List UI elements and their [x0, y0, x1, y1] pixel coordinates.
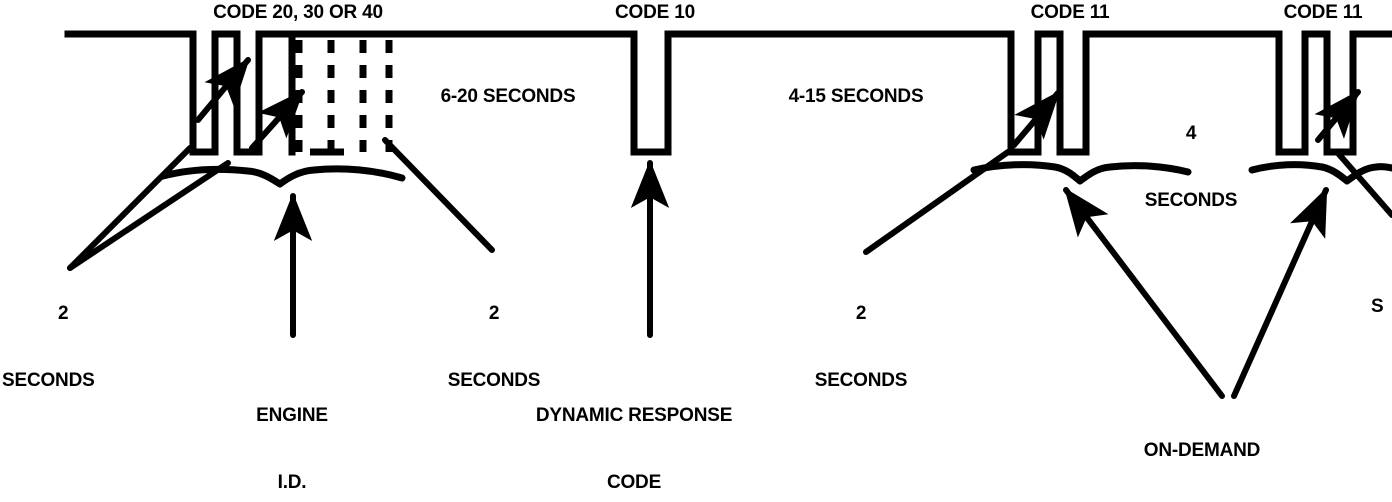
interval-label-4-seconds: 4 SECONDS — [1145, 78, 1238, 257]
pulse-code20-2 — [233, 30, 263, 156]
interval-label-6-20-seconds: 6-20 SECONDS — [440, 86, 576, 107]
pulse-code11b-1 — [1275, 30, 1309, 156]
caption-on-demand-codes: ON-DEMAND CODES STAR :11 — [1143, 395, 1261, 502]
brace-on-demand-1 — [970, 161, 1192, 185]
clipped-seconds-label: S — [1371, 296, 1384, 317]
leader-pulse-11b-tail — [1334, 149, 1392, 218]
arrow-into-pulse-11a — [1011, 90, 1061, 148]
dashed-continuation-pulses — [295, 40, 393, 152]
pulse-code10 — [630, 30, 672, 156]
interval-label-4-15-seconds: 4-15 SECONDS — [788, 86, 924, 107]
interval-4-seconds-unit: SECONDS — [1144, 190, 1238, 212]
leader-arrows — [67, 57, 1392, 399]
code-label-10: CODE 10 — [615, 2, 695, 23]
duration-label-left-a: 2 SECONDS — [2, 258, 95, 437]
pulse-code20-1 — [189, 30, 219, 156]
brace-on-demand-2 — [1248, 161, 1392, 185]
arrow-into-pulse-20-2 — [249, 89, 305, 151]
duration-label-right: 2 SECONDS — [815, 258, 908, 437]
dynamic-response-line-1: DYNAMIC RESPONSE — [535, 404, 733, 426]
code-label-11-second: CODE 11 — [1283, 2, 1363, 23]
duration-left-a-value: 2 — [58, 302, 69, 324]
leader-2sec-left-b — [67, 160, 231, 271]
code-label-20-30-40: CODE 20, 30 OR 40 — [213, 2, 383, 23]
caption-dynamic-response: DYNAMIC RESPONSE CODE (OPEN THROTTLE NOW… — [523, 360, 744, 502]
pulse-code11b-2 — [1323, 30, 1357, 156]
arrow-into-pulse-11b — [1314, 89, 1361, 143]
leader-2sec-middle — [382, 137, 495, 253]
interval-4-seconds-value: 4 — [1185, 122, 1197, 144]
arrow-on-demand-right — [1231, 187, 1329, 399]
duration-left-b-value: 2 — [488, 302, 500, 324]
duration-right-value: 2 — [855, 302, 867, 324]
arrow-into-pulse-20-1 — [195, 57, 251, 123]
engine-id-line-1: ENGINE — [256, 404, 328, 426]
duration-label-left-b: 2 SECONDS — [448, 258, 541, 437]
pulse-code11a-2 — [1056, 30, 1090, 156]
duration-left-b-unit: SECONDS — [447, 370, 541, 392]
duration-left-a-unit: SECONDS — [2, 370, 95, 392]
on-demand-line-1: ON-DEMAND — [1143, 439, 1261, 461]
arrow-on-demand-left — [1063, 187, 1225, 399]
dynamic-response-line-2: CODE — [606, 472, 662, 494]
engine-id-line-2: I.D. — [277, 472, 307, 494]
leader-2sec-right — [863, 149, 1011, 255]
duration-right-unit: SECONDS — [814, 370, 908, 392]
leader-2sec-left-a — [67, 145, 193, 271]
caption-engine-id: ENGINE I.D. STAR :20, 30 OR 40 — [234, 360, 351, 502]
code-label-11-first: CODE 11 — [1030, 2, 1110, 23]
